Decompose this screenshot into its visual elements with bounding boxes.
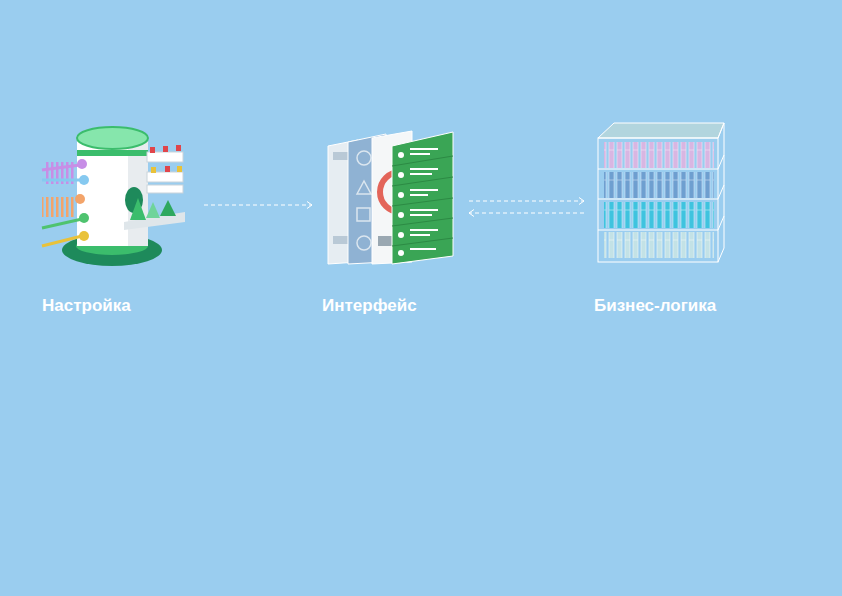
node-label: Настройка [42,296,131,316]
illustrated-node: Настройка [38,118,198,318]
interface-illustration [328,131,453,264]
node-label: Интерфейс [322,296,417,316]
dashed-arrow [469,198,584,205]
node-label: Бизнес-логика [594,296,716,316]
settings-illustration [42,127,185,266]
dashed-arrow [204,202,312,209]
illustrated-node: Бизнес-логика [590,118,730,318]
business-logic-illustration [598,123,724,262]
dashed-arrow [469,210,584,217]
illustrated-node: Интерфейс [318,118,463,318]
